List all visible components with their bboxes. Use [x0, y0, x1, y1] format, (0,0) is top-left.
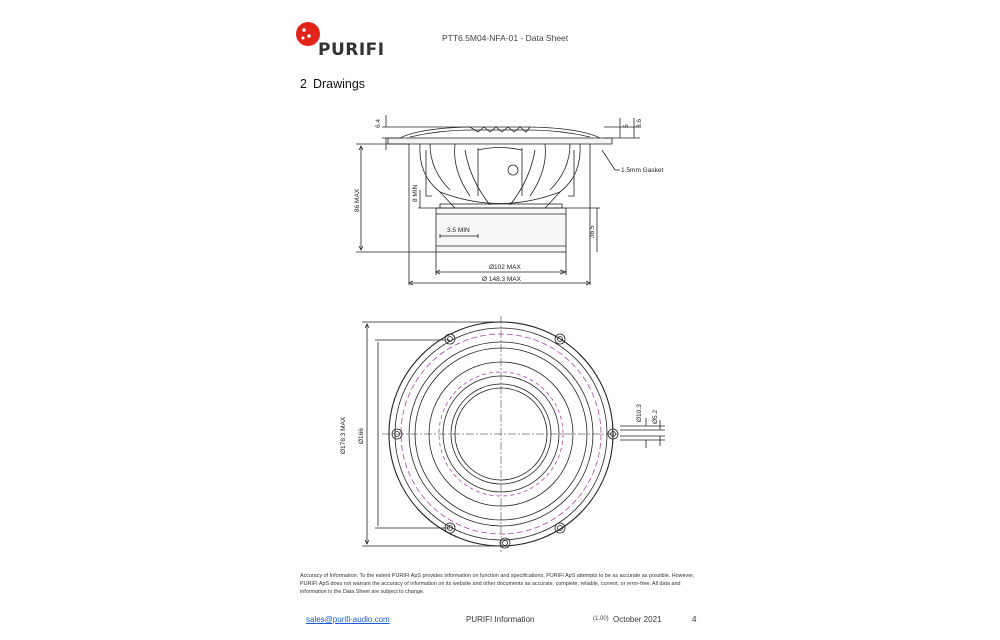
front-view-drawing [362, 316, 665, 552]
magnet-dia-label: Ø102 MAX [489, 264, 521, 271]
bolt-circle-label: Ø166 [358, 428, 365, 444]
section-heading: 2 Drawings [300, 77, 371, 91]
gasket-label: 1.5mm Gasket [621, 167, 663, 174]
footer-email-link[interactable]: sales@purifi-audio.com [306, 615, 390, 624]
gap-min-label: 8 MIN [412, 184, 419, 202]
dim-top-left-label: 6.4 [375, 119, 382, 128]
magnet-height-label: 36.5 [589, 225, 596, 238]
logo-wordmark: PURIFI [318, 40, 385, 60]
hole-inner-dia-label: Ø5.2 [652, 410, 659, 424]
page-number: 4 [692, 615, 697, 624]
section-title-text: Drawings [312, 77, 366, 91]
section-number: 2 [300, 77, 307, 91]
footer-version: (1.00) [593, 616, 609, 622]
frame-dia-label: Ø 148.3 MAX [482, 276, 522, 283]
clearance-min-label: 3.5 MIN [447, 227, 470, 234]
document-title: PTT6.5M04-NFA-01 - Data Sheet [442, 33, 569, 43]
footer-info-label: PURIFI Information [466, 615, 535, 624]
footer-date: October 2021 [613, 615, 662, 624]
outer-dia-label: Ø176.3 MAX [340, 416, 347, 454]
side-view-drawing [356, 115, 640, 286]
height-max-label: 86 MAX [354, 188, 361, 212]
hole-outer-dia-label: Ø10.3 [636, 404, 643, 422]
dim-top-right-a-label: 5 [623, 124, 630, 128]
mounting-holes [391, 333, 619, 549]
purifi-logo-icon [296, 22, 320, 46]
dim-top-right-b-label: 3.6 [636, 119, 643, 128]
disclaimer-text: Accuracy of Information: To the extent P… [300, 573, 695, 596]
